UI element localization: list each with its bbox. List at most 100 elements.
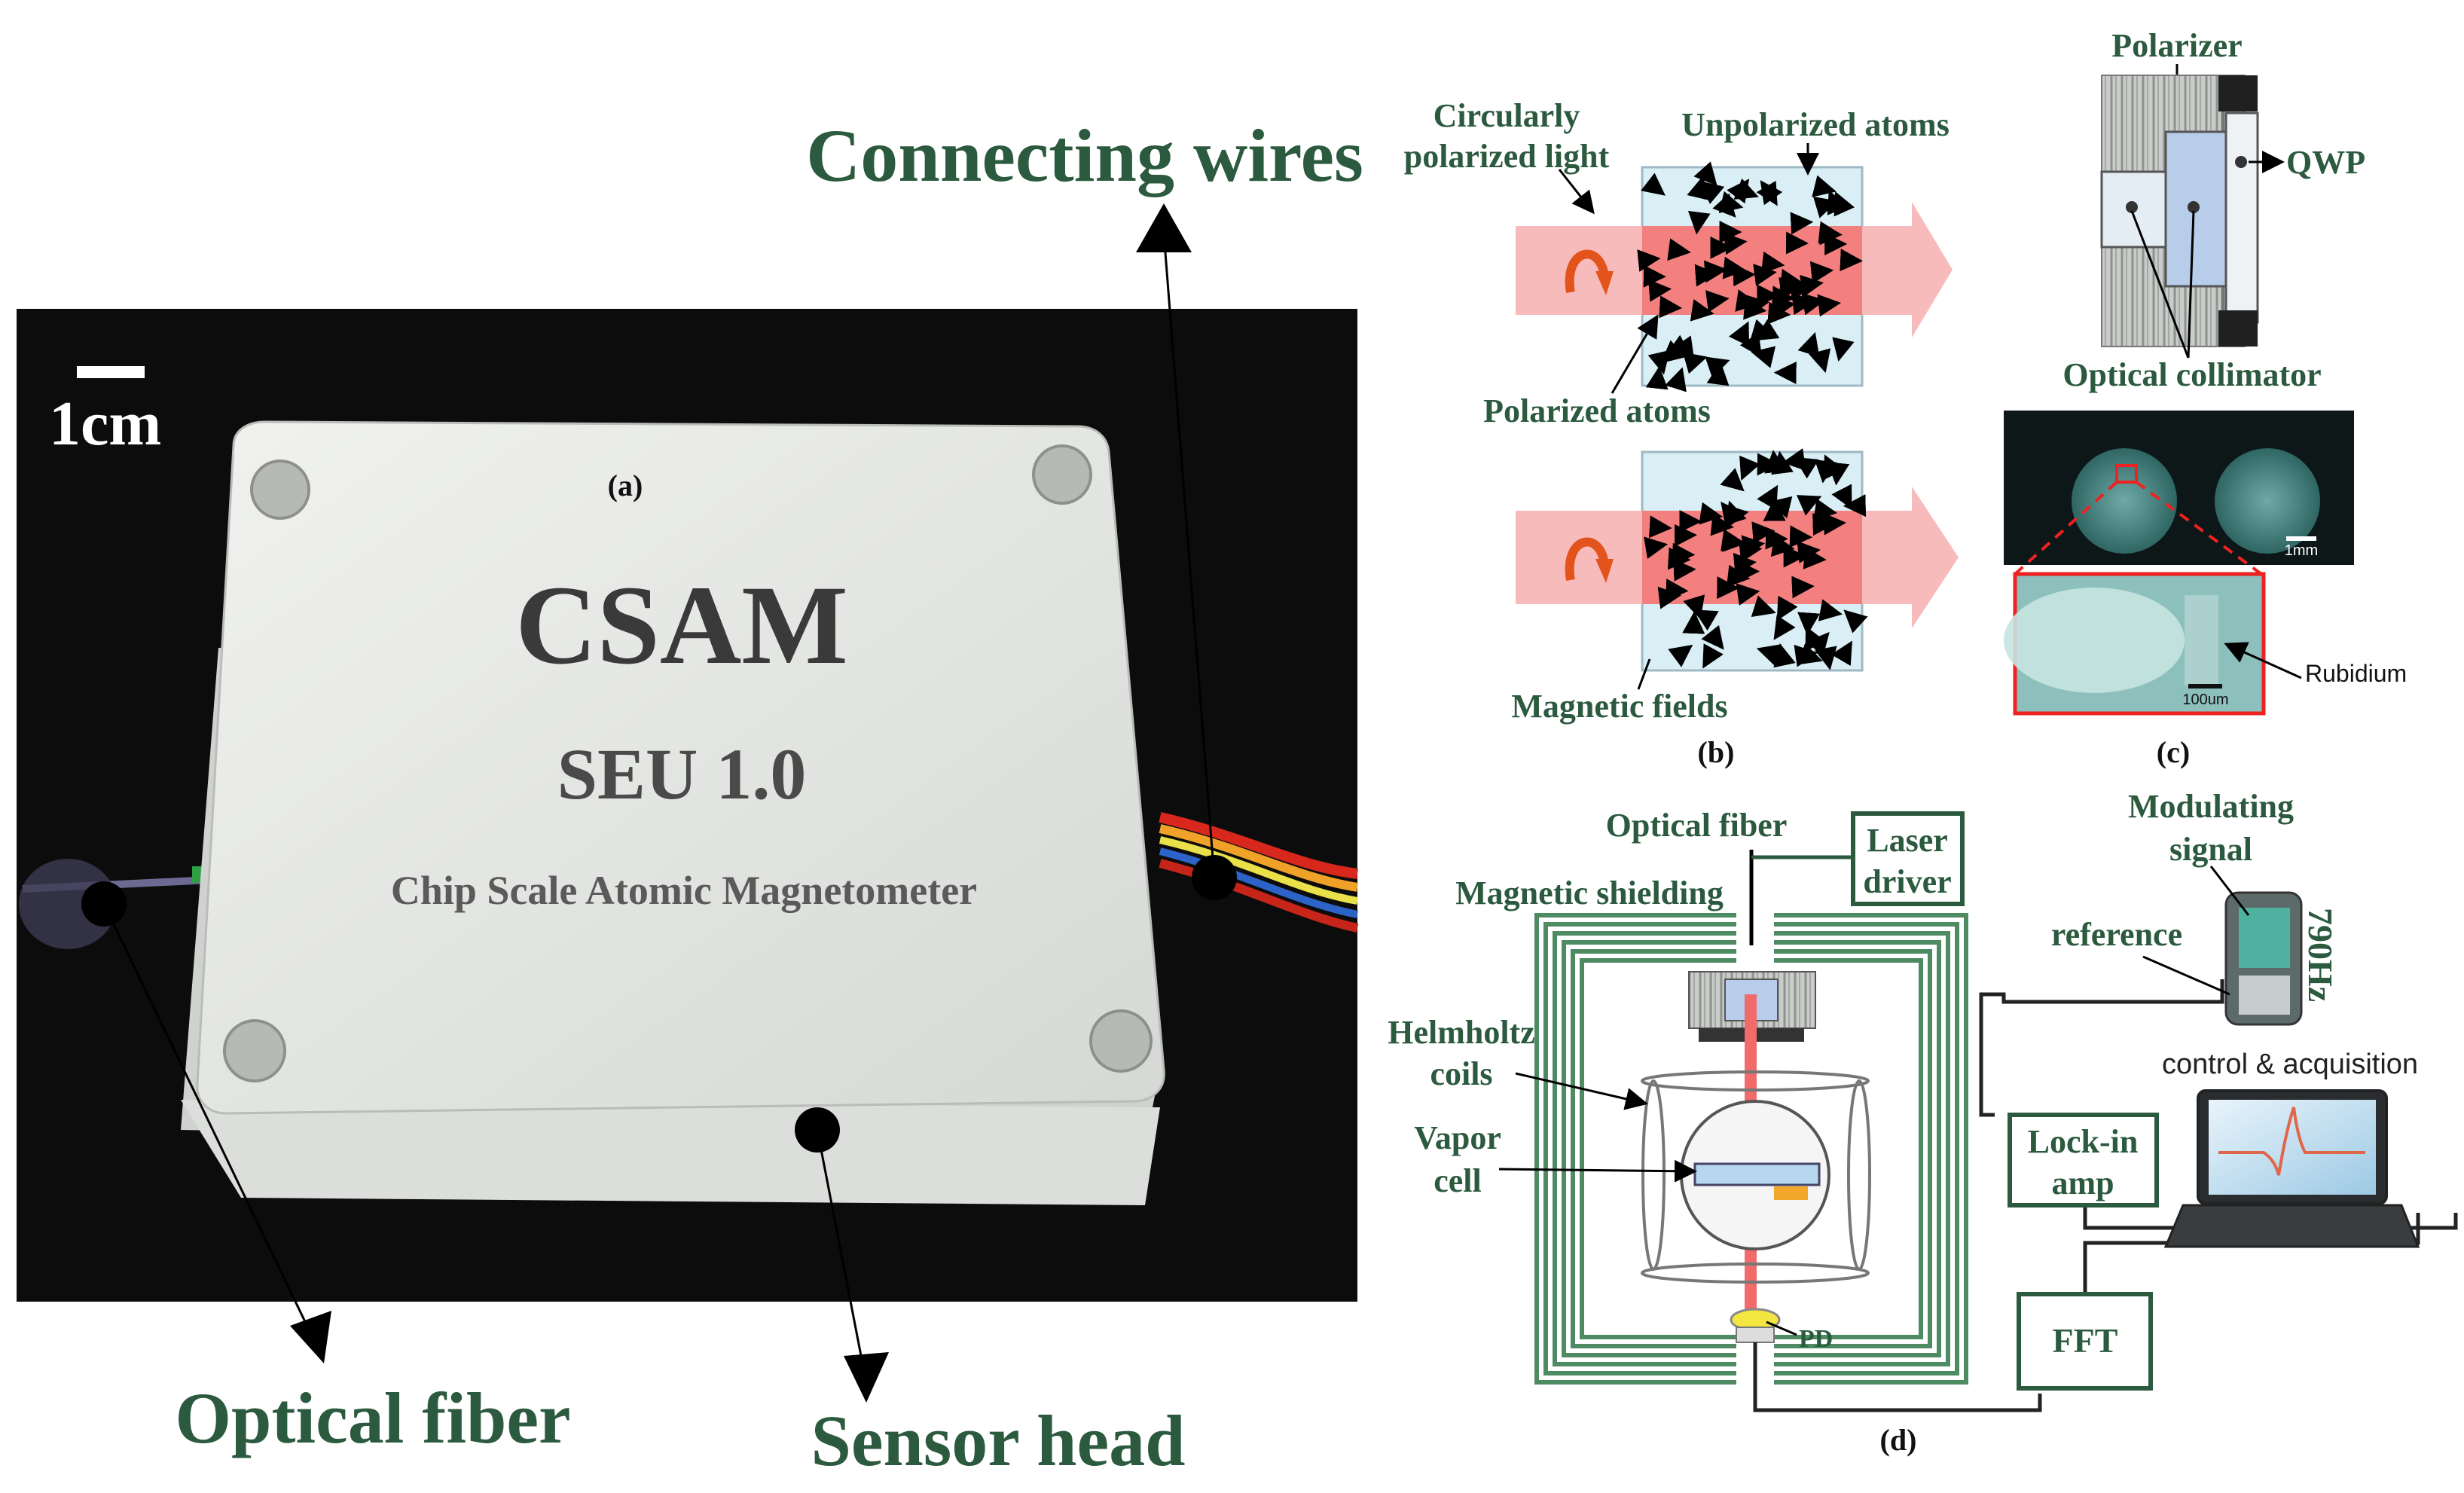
atom-spin-arrow	[1796, 495, 1822, 516]
scale-1mm-label: 1mm	[2285, 542, 2318, 559]
scale-bar-label: 1cm	[49, 389, 161, 459]
atom-spin-arrow	[1743, 297, 1767, 320]
atom-spin-arrow	[1812, 175, 1837, 197]
circularly-polarized-line2: polarized light	[1404, 138, 1610, 175]
atom-spin-arrow	[1791, 576, 1815, 599]
magnetic-fields-label: Magnetic fields	[1511, 688, 1727, 725]
atom-spin-arrow	[1694, 264, 1718, 287]
atom-spin-arrow	[1720, 468, 1745, 492]
atom-spin-arrow	[1682, 352, 1708, 374]
atom-spin-arrow	[1703, 260, 1728, 283]
signal-generator-device	[2224, 891, 2303, 1026]
vapor-cell-line1: Vapor	[1414, 1119, 1501, 1156]
atom-spin-arrow	[1809, 348, 1831, 374]
helmholtz-coils-graphic	[1641, 1070, 1871, 1284]
connecting-wires-graphic	[1159, 812, 1359, 933]
helmholtz-line1: Helmholtz	[1388, 1014, 1535, 1051]
atom-spin-arrow	[1819, 222, 1843, 246]
atom-spin-arrow	[1789, 278, 1813, 301]
shield-layer	[1580, 958, 1923, 1339]
atom-spin-arrow	[1668, 644, 1693, 667]
panel-a-label: (a)	[608, 469, 643, 502]
atom-spin-arrow	[1648, 279, 1672, 302]
vapor-cell-micrograph: 1mm	[2004, 411, 2354, 576]
lock-in-amp-box	[2008, 1113, 2159, 1208]
atom-spin-arrow	[1687, 210, 1711, 235]
modulating-signal-line1: Modulating	[2128, 788, 2294, 825]
shield-layer	[1553, 931, 1950, 1366]
atom-spin-arrow	[1693, 609, 1719, 631]
atom-spin-arrow	[1724, 232, 1748, 255]
atom-spin-arrow	[1773, 615, 1796, 640]
connecting-wires-label: Connecting wires	[806, 114, 1363, 197]
atom-spin-arrow	[1665, 367, 1687, 392]
panel-a: 1cm (a) CSAM SEU 1.0 Chip Scale Atomic M…	[17, 114, 1363, 1481]
atom-spin-arrow	[1797, 612, 1821, 636]
atom-spin-arrow	[1751, 595, 1776, 618]
scale-100um-label: 100um	[2182, 692, 2228, 708]
atom-spin-arrow	[1705, 356, 1730, 378]
atom-spin-arrow	[1673, 558, 1696, 582]
optical-fiber-label: Optical fiber	[175, 1378, 570, 1458]
atom-spin-arrow	[1789, 525, 1813, 548]
device-subtitle: Chip Scale Atomic Magnetometer	[391, 868, 977, 913]
atom-spin-arrow	[1733, 178, 1759, 200]
atom-spin-arrow	[1672, 542, 1696, 566]
laser-driver-box	[1851, 811, 1965, 906]
control-acquisition-label: control & acquisition	[2162, 1049, 2418, 1080]
pumping-diagram-top	[1516, 161, 1953, 392]
atom-spin-arrow	[1843, 609, 1868, 634]
atom-spin-arrow	[1751, 521, 1775, 545]
rubidium-zoom: 100um	[2004, 572, 2266, 716]
atom-spin-arrow	[1741, 535, 1766, 558]
shield-layer	[1562, 940, 1941, 1357]
laptop-computer	[2163, 1089, 2420, 1248]
modulating-signal-line2: signal	[2169, 831, 2252, 868]
laser-driver-line1: Laser	[1867, 822, 1948, 859]
atom-spin-arrow	[1767, 301, 1791, 325]
atom-spin-arrow	[1682, 611, 1705, 634]
polarized-atoms-label: Polarized atoms	[1483, 392, 1711, 429]
polarizer-label: Polarizer	[2111, 27, 2242, 64]
sensor-box	[181, 420, 1165, 1205]
atom-spin-arrow	[1733, 264, 1756, 287]
panel-b: Circularly polarized light Unpolarized a…	[1404, 97, 1959, 769]
device-title: CSAM	[515, 563, 848, 688]
atom-spin-arrow	[1693, 161, 1717, 186]
fft-box	[2017, 1292, 2153, 1391]
shield-layer	[1543, 922, 1959, 1375]
qwp-label: QWP	[2286, 144, 2365, 181]
atom-spin-arrow	[1754, 319, 1780, 341]
collimator-diagram	[2100, 75, 2259, 347]
callout-sensor-head: Sensor head	[795, 1107, 1186, 1481]
optical-fiber-graphic	[19, 859, 215, 949]
panel-b-label: (b)	[1698, 735, 1735, 769]
atom-spin-arrow	[1803, 546, 1827, 569]
atom-spin-arrow	[1797, 331, 1820, 357]
fft-label: FFT	[2053, 1321, 2118, 1360]
atom-spin-arrow	[1644, 536, 1669, 560]
pumping-diagram-bottom	[1516, 448, 1959, 672]
atom-spin-arrow	[1794, 456, 1819, 479]
magnetic-shielding-layers	[1534, 913, 1968, 1385]
atom-spin-arrow	[1813, 498, 1838, 521]
atom-spin-arrow	[1814, 459, 1837, 484]
atoms-bottom	[1644, 448, 1868, 670]
box-screws	[223, 444, 1153, 1082]
atom-spin-arrow	[1831, 484, 1852, 510]
atom-spin-arrow	[1760, 180, 1783, 206]
atom-spin-arrow	[1712, 193, 1736, 218]
atom-spin-arrow	[1751, 346, 1776, 368]
atom-spin-arrow	[1637, 249, 1661, 272]
atom-spin-arrow	[1690, 299, 1714, 322]
reference-label: reference	[2051, 916, 2182, 953]
pd-label: PD	[1799, 1325, 1833, 1353]
unpolarized-atoms-label: Unpolarized atoms	[1681, 106, 1950, 143]
atom-spin-arrow	[1667, 547, 1691, 570]
frequency-label: 790Hz	[2301, 908, 2340, 1002]
callout-connecting-wires: Connecting wires	[806, 114, 1363, 900]
panel-d-label: (d)	[1880, 1423, 1917, 1457]
atom-spin-arrow	[1818, 599, 1843, 621]
atom-spin-arrow	[1756, 644, 1782, 666]
